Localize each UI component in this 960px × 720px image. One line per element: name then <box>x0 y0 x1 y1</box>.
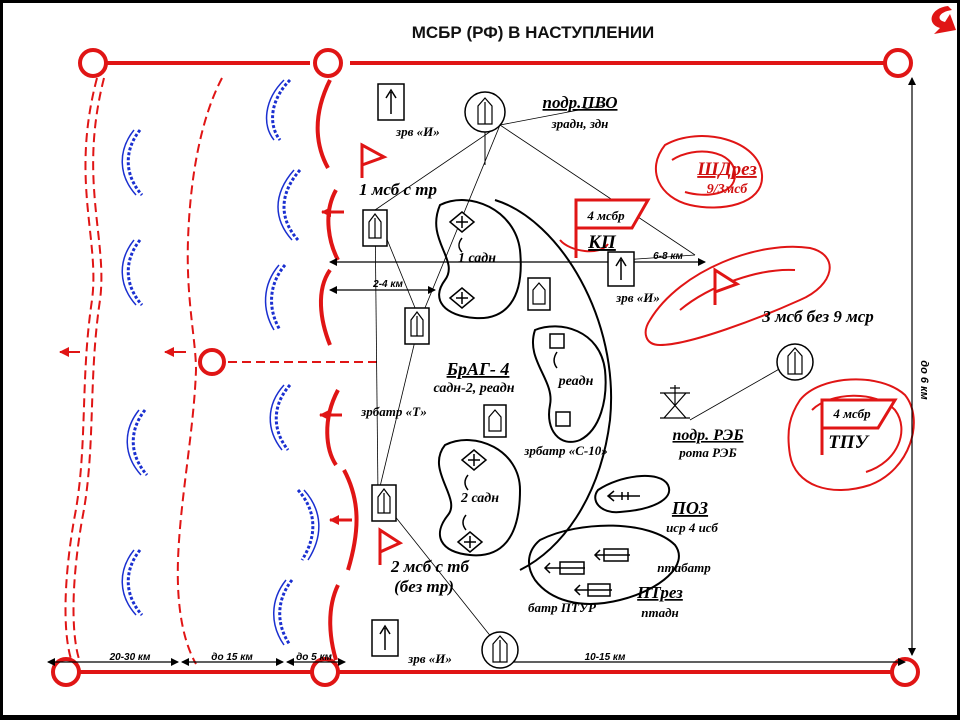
flag-kp <box>574 198 651 258</box>
anti-tank-symbols <box>543 490 640 597</box>
dim-depth: до 6 км <box>918 360 930 399</box>
dim-10-15: 10-15 км <box>585 652 626 663</box>
label-msb2: 2 мсб с тб <box>390 557 470 576</box>
label-sadn1: 1 садн <box>458 251 496 266</box>
label-brag: БрАГ- 4 <box>446 359 510 379</box>
zrv-symbol-bottom <box>371 619 399 657</box>
air-defence-symbol-right <box>776 343 814 381</box>
dimension-lines <box>47 77 916 666</box>
flag-msb1 <box>360 142 388 178</box>
label-poz: ПОЗ <box>671 498 708 518</box>
label-zrv-right: зрв «И» <box>615 290 660 305</box>
label-reb-sub: рота РЭБ <box>678 445 737 460</box>
label-sadn2: 2 садн <box>460 491 499 506</box>
flag-tpu <box>820 398 898 455</box>
label-shdrez-sub: 9/3мсб <box>707 182 749 197</box>
left-boundaries <box>59 77 380 665</box>
unit-symbol-e <box>483 404 507 438</box>
label-pt-rez-sub: птадн <box>641 605 679 620</box>
label-zrbatr-s10: зрбатр «С-10» <box>523 443 607 458</box>
label-shdrez: ШДрез <box>696 159 757 180</box>
label-pvo-sub: зрадн, здн <box>551 116 609 131</box>
label-kp-flag: 4 мсбр <box>586 208 625 223</box>
dim-2-4: 2-4 км <box>372 279 403 290</box>
label-reb: подр. РЭБ <box>673 427 744 444</box>
label-zrv-bottom: зрв «И» <box>407 651 452 666</box>
label-brag-sub: садн-2, реадн <box>434 381 515 396</box>
label-msb1: 1 мсб с тр <box>359 180 437 199</box>
label-batr-ptur: батр ПТУР <box>528 600 597 615</box>
label-pt-rez: ПТрез <box>636 583 683 602</box>
reserve-areas <box>559 135 915 492</box>
label-msb2-sub: (без тр) <box>394 577 454 596</box>
reb-symbol <box>660 385 690 419</box>
label-zrbatr-t: зрбатр «Т» <box>360 404 427 419</box>
unit-symbol-c <box>371 484 397 522</box>
artillery-symbols <box>448 211 571 553</box>
dim-5: до 5 км <box>296 652 332 663</box>
label-kp: КП <box>587 232 617 253</box>
label-pvo: подр.ПВО <box>543 93 618 112</box>
zrv-symbol-right <box>607 251 635 287</box>
flag-msb3 <box>713 267 741 305</box>
label-ptabatr: птабатр <box>657 560 711 575</box>
label-msb3: 3 мсб без 9 мср <box>761 307 874 326</box>
enemy-defense-lines <box>121 78 320 646</box>
dim-15: до 15 км <box>211 652 253 663</box>
flag-msb2 <box>378 527 404 565</box>
label-readn: реадн <box>558 374 594 389</box>
dim-20-30: 20-30 км <box>109 652 151 663</box>
zrv-symbol-top <box>377 83 405 121</box>
unit-symbol-b <box>404 307 430 345</box>
unit-symbol-a <box>362 209 388 247</box>
label-zrv-top: зрв «И» <box>395 124 440 139</box>
zone-boundary-frame <box>51 48 920 687</box>
unit-symbol-d <box>527 277 551 311</box>
diagram-title: МСБР (РФ) В НАСТУПЛЕНИИ <box>412 23 655 42</box>
dim-6-8: 6-8 км <box>653 251 683 262</box>
air-defence-symbol-bottom <box>481 631 519 669</box>
pvo-symbol <box>464 91 506 165</box>
label-tpu-flag: 4 мсбр <box>832 406 871 421</box>
front-line-arcs <box>315 79 359 661</box>
return-arrow-icon[interactable] <box>931 6 956 34</box>
label-poz-sub: иср 4 исб <box>666 520 718 535</box>
label-tpu: ТПУ <box>828 432 869 453</box>
